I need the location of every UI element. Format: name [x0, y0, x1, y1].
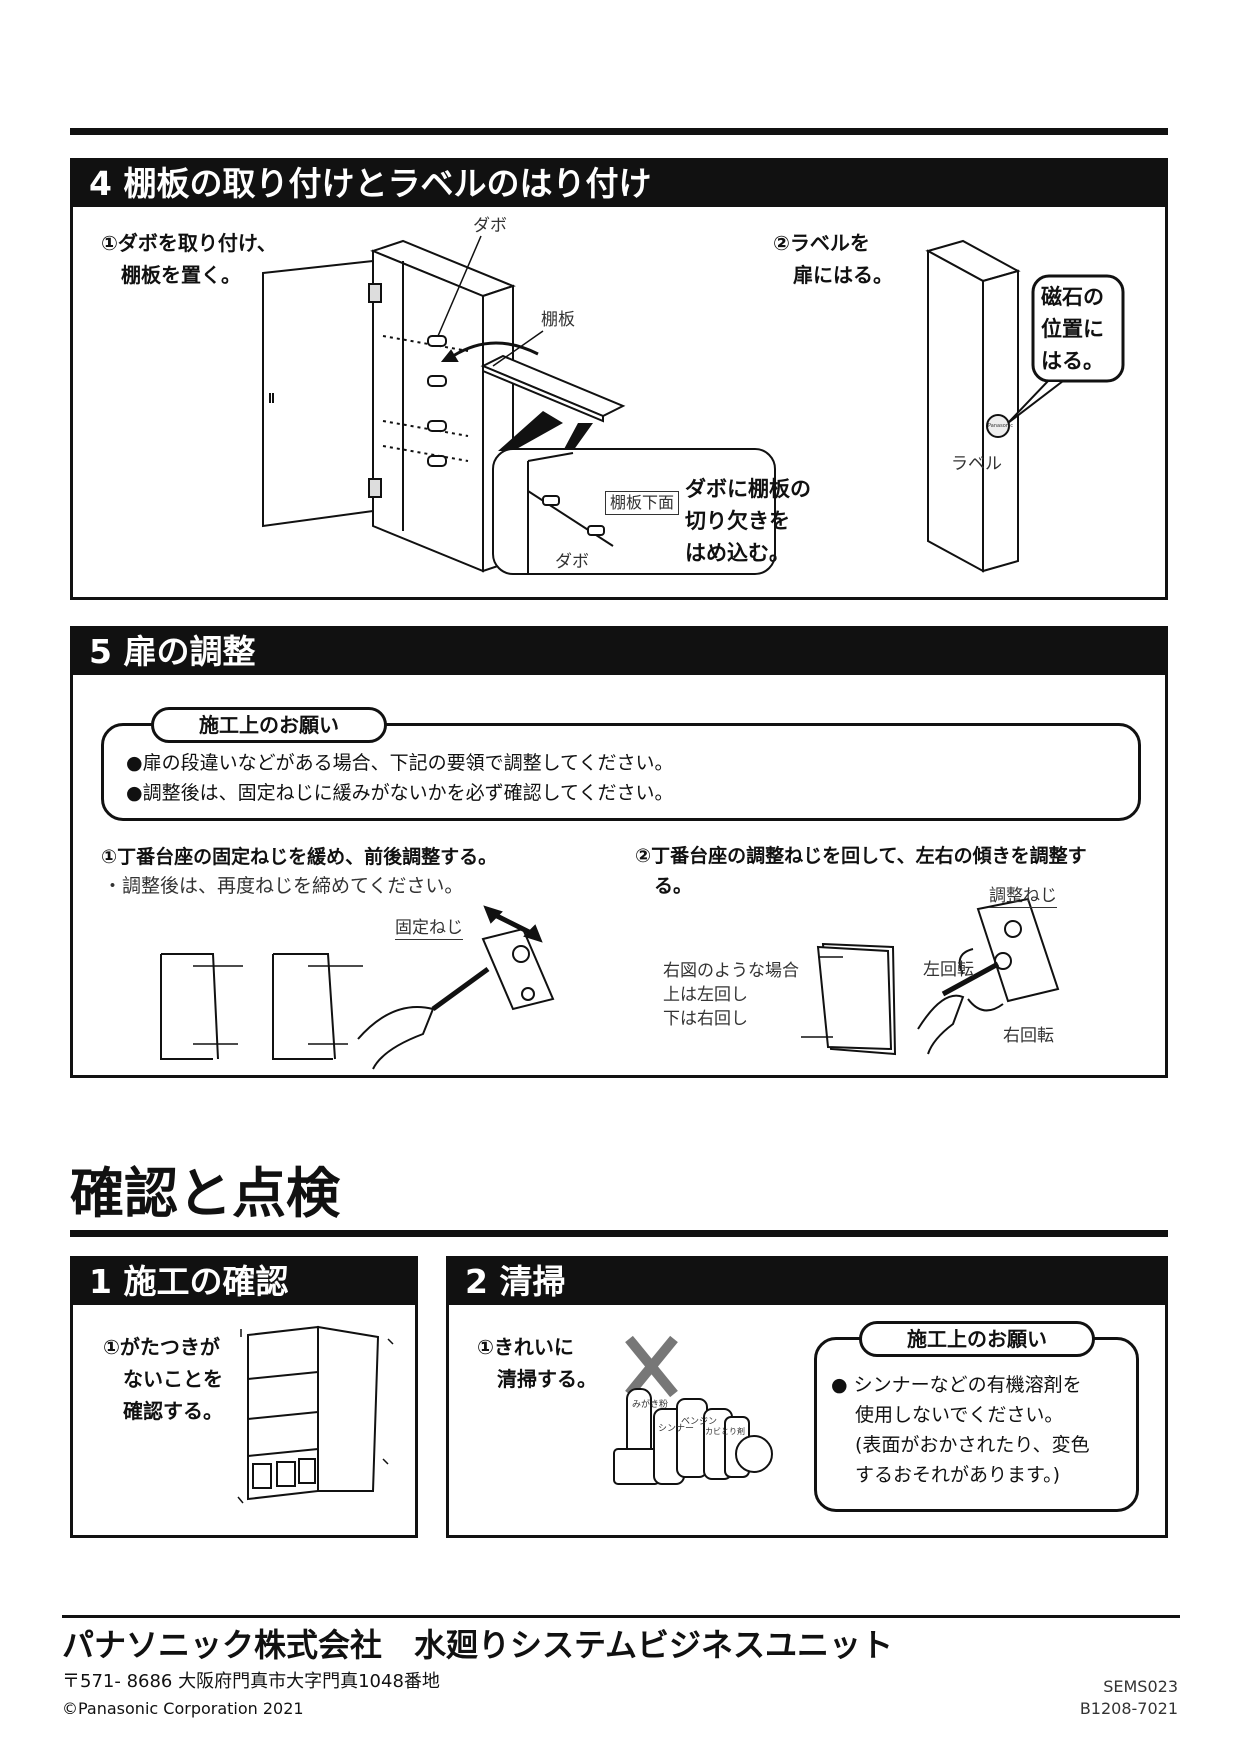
cabinet-open-illustration [262, 235, 1125, 575]
magnet-callout-text: 磁石の 位置に はる。 [1041, 285, 1104, 373]
step-1-note: ・調整後は、再度ねじを締めてください。 [103, 875, 464, 897]
notice-line: するおそれがあります。) [855, 1464, 1061, 1486]
label-shelf-underside: 棚板下面 [605, 491, 680, 515]
label-right-rotation: 右回転 [1003, 1026, 1054, 1046]
company-address: 〒571- 8686 大阪府門真市大字門真1048番地 [62, 1671, 440, 1692]
notice-box: ● シンナーなどの有機溶剤を 使用しないでください。 (表面がおかされたり、変色… [814, 1337, 1139, 1512]
step-1-text: ①ダボを取り付け、 棚板を置く。 [101, 231, 277, 287]
doc-code-2: B1208-7021 [1079, 1699, 1178, 1718]
notice-title: 施工上のお願い [151, 707, 387, 743]
label-dabo-2: ダボ [555, 552, 589, 572]
title-rule [70, 1230, 1168, 1237]
notice-title: 施工上のお願い [859, 1321, 1095, 1357]
tilt-note: 右図のような場合 上は左回し 下は右回し [663, 961, 799, 1029]
notice-line: (表面がおかされたり、変色 [855, 1434, 1090, 1456]
section-title: 4 棚板の取り付けとラベルのはり付け [73, 161, 1165, 207]
bullet-icon: ● [126, 782, 143, 804]
bottle-label: カビとり剤 [705, 1426, 745, 1436]
bottle-label: ベンジン [681, 1417, 717, 1427]
cleaning-products-illustration: みがき粉 シンナー ベンジン カビとり剤 [613, 1335, 773, 1485]
section-title: 5 扉の調整 [73, 629, 1165, 675]
bottle-label: みがき粉 [632, 1398, 668, 1410]
footer-rule [62, 1615, 1180, 1618]
bullet-icon: ● [831, 1374, 854, 1396]
label-adjust-screw: 調整ねじ [989, 886, 1057, 908]
step-text: ①きれいに 清掃する。 [477, 1335, 597, 1391]
label-dabo: ダボ [473, 216, 507, 236]
section-door-adjustment: 5 扉の調整 ●扉の段違いなどがある場合、下記の要領で調整してください。 ●調整… [70, 626, 1168, 1078]
notice-item: ●調整後は、固定ねじに緩みがないかを必ず確認してください。 [126, 782, 674, 804]
step-1-text: ①丁番台座の固定ねじを緩め、前後調整する。 [101, 846, 498, 868]
notice-line: ● シンナーなどの有機溶剤を [831, 1374, 1082, 1396]
notice-item: ●扉の段違いなどがある場合、下記の要領で調整してください。 [126, 752, 674, 774]
top-rule [70, 128, 1168, 135]
label-fixing-screw: 固定ねじ [395, 918, 463, 940]
company-name: パナソニック株式会社 水廻りシステムビジネスユニット [62, 1626, 894, 1664]
notice-line: 使用しないでください。 [855, 1404, 1064, 1426]
cabinet-check-illustration [237, 1325, 394, 1504]
page-title: 確認と点検 [70, 1162, 340, 1225]
zoom-callout-text: ダボに棚板の 切り欠きを はめ込む。 [685, 477, 811, 565]
hinge-adjust-illustration [160, 897, 1060, 1070]
section-install-check: 1 施工の確認 ①がたつきが ないことを 確認する。 [70, 1256, 418, 1538]
step-text: ①がたつきが ないことを 確認する。 [103, 1335, 223, 1423]
section-title: 1 施工の確認 [73, 1259, 415, 1305]
label-sticker-name: ラベル [951, 454, 1002, 474]
copyright: ©Panasonic Corporation 2021 [62, 1699, 304, 1718]
bullet-icon: ● [126, 752, 143, 774]
doc-code-1: SEMS023 [1103, 1677, 1178, 1696]
bottle-label: シンナー [658, 1423, 694, 1434]
section-shelf-and-label: 4 棚板の取り付けとラベルのはり付け ①ダボを取り付け、 棚板を置く。 [70, 158, 1168, 600]
label-shelf: 棚板 [541, 310, 575, 330]
step-2-text: ②ラベルを 扉にはる。 [773, 231, 893, 287]
sticker-brand: Panasonic [988, 423, 1014, 429]
step-2-text: ②丁番台座の調整ねじを回して、左右の傾きを調整す る。 [635, 845, 1087, 897]
label-left-rotation: 左回転 [923, 960, 974, 980]
section-cleaning: 2 清掃 ①きれいに 清掃する。 みがき粉 シンナー ベンジン カビとり剤 ● … [446, 1256, 1168, 1538]
section-title: 2 清掃 [449, 1259, 1165, 1305]
